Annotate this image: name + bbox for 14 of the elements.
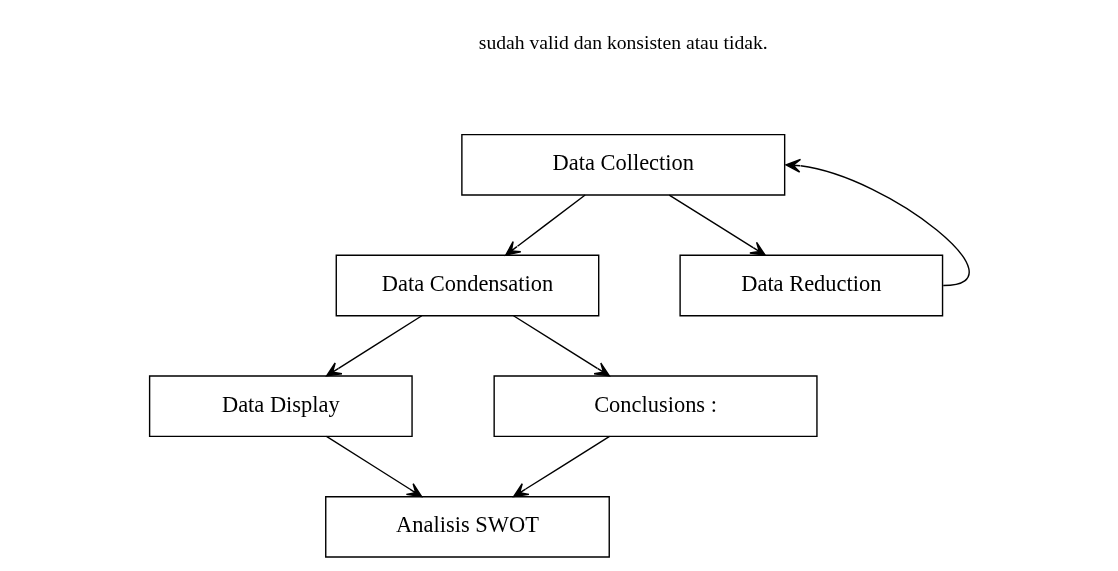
node-box: Data Collection bbox=[460, 133, 785, 196]
arrow bbox=[512, 315, 610, 377]
label: sudah valid dan konsisten atau tidak. bbox=[478, 31, 768, 54]
arrow bbox=[504, 194, 586, 256]
node-box: Data Reduction bbox=[678, 254, 943, 317]
arrow bbox=[512, 435, 610, 498]
arrow bbox=[668, 194, 766, 256]
node-box: Data Display bbox=[148, 375, 413, 438]
node-box: Data Condensation bbox=[335, 254, 599, 317]
node-box: Analisis SWOT bbox=[324, 496, 610, 558]
node-box: Conclusions : bbox=[492, 375, 818, 438]
arrow bbox=[325, 315, 422, 377]
arrow bbox=[784, 158, 969, 287]
arrow bbox=[325, 435, 422, 498]
